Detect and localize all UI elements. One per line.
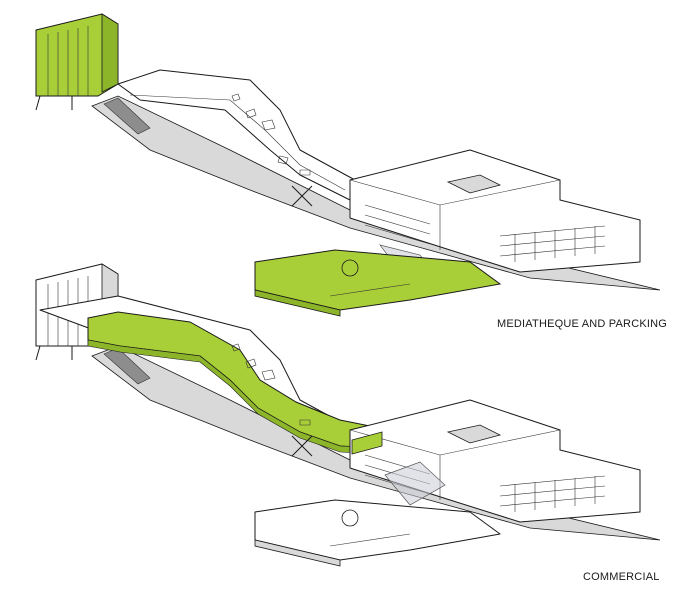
- top-tower-green: [36, 14, 118, 110]
- panel-label-commercial: COMMERCIAL: [583, 571, 660, 583]
- top-mediatheque-platform: [255, 250, 500, 316]
- bottom-ground-platform: [255, 500, 500, 566]
- bottom-building: [350, 400, 640, 522]
- panel-label-mediatheque: MEDIATHEQUE AND PARCKING: [497, 318, 667, 330]
- panel-top: [36, 14, 660, 316]
